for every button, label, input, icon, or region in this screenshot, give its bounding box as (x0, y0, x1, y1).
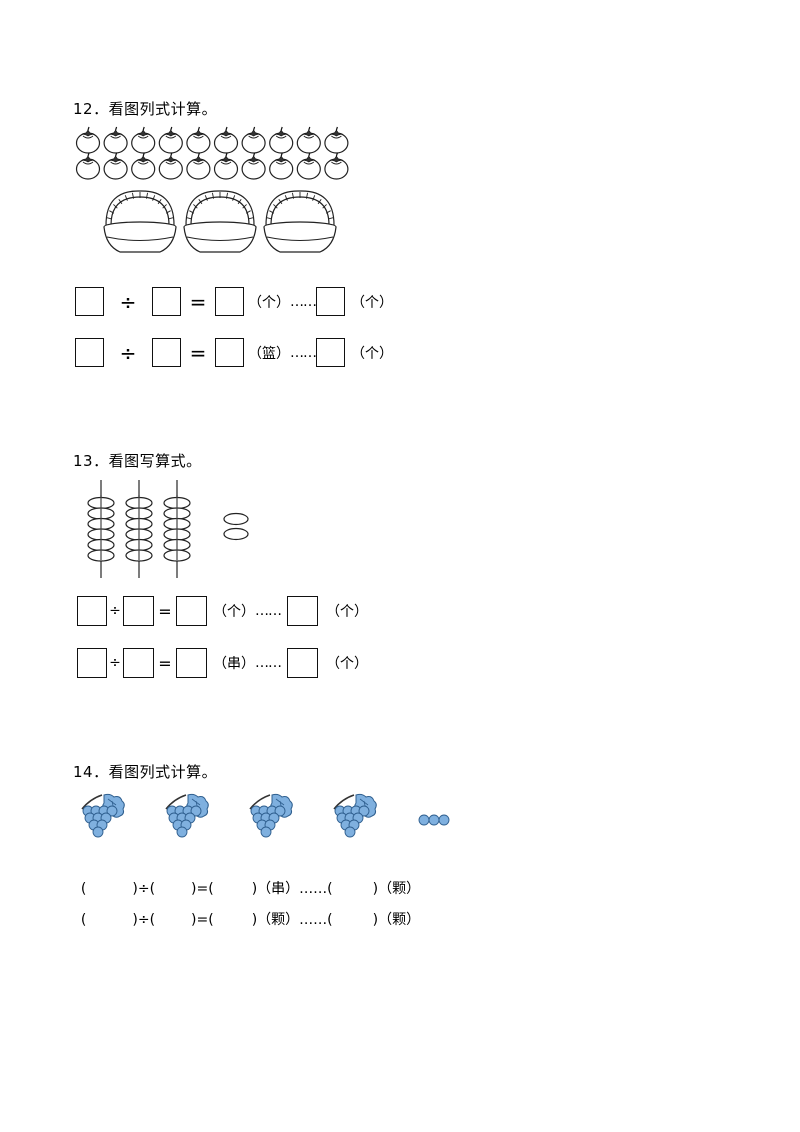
q14-equation-row-2: ()÷()=()（颗）……()（颗） (72, 893, 420, 929)
loose-grape-icon (438, 814, 450, 826)
q12-equation-row-2: ÷ = （篮） …… （个） (75, 338, 393, 367)
ring-string-icon (163, 480, 191, 578)
unit-label: （个） (248, 294, 290, 311)
answer-box[interactable] (176, 596, 207, 626)
tomato-icon (324, 152, 349, 180)
open-paren: ( (327, 881, 333, 897)
tomato-illustration (75, 126, 349, 180)
remainder-dots: …… (299, 881, 328, 897)
remainder-dots: …… (290, 344, 317, 361)
open-paren: ( (80, 881, 87, 897)
tomato-icon (324, 126, 349, 154)
tomato-icon (241, 126, 266, 154)
unit-label: （个） (351, 345, 393, 362)
q12-equation-row-1: ÷ = （个） …… （个） (75, 287, 393, 316)
remainder-dots: …… (255, 603, 282, 619)
divide-paren: )÷( (132, 881, 156, 897)
answer-box[interactable] (77, 596, 107, 626)
tomato-icon (75, 152, 101, 180)
tomato-icon (158, 126, 183, 154)
ring-string-icon (87, 480, 115, 578)
tomato-icon (269, 126, 294, 154)
q14-equation-row-1: ()÷()=()（串）……()（颗） (72, 862, 420, 898)
answer-box[interactable] (152, 338, 181, 367)
unit-label: )（串） (251, 881, 300, 897)
loose-grape-icon (428, 814, 440, 826)
grape-bunch-icon (81, 793, 125, 838)
tomato-icon (103, 126, 128, 154)
remainder-dots: …… (299, 912, 328, 928)
tomato-icon (241, 152, 266, 180)
basket-icon (183, 190, 257, 253)
loose-ring-icon (223, 512, 249, 526)
tomato-icon (158, 152, 183, 180)
divide-sign: ÷ (109, 603, 121, 619)
q13-equation-row-1: ÷ = （个） …… （个） (77, 596, 368, 626)
divide-sign: ÷ (109, 655, 121, 671)
unit-label: （篮） (248, 345, 290, 362)
answer-box[interactable] (75, 287, 104, 316)
equals-sign: = (158, 601, 172, 621)
unit-label: )（颗） (372, 912, 421, 928)
unit-label: （串） (213, 656, 255, 672)
tomato-icon (213, 126, 239, 154)
answer-box[interactable] (215, 338, 244, 367)
divide-paren: )÷( (132, 912, 156, 928)
tomato-icon (213, 152, 239, 180)
tomato-icon (296, 126, 321, 154)
answer-box[interactable] (316, 338, 345, 367)
answer-box[interactable] (287, 648, 318, 678)
unit-label: )（颗） (372, 881, 421, 897)
answer-box[interactable] (75, 338, 104, 367)
answer-box[interactable] (316, 287, 345, 316)
unit-label: （个） (213, 604, 255, 620)
tomato-icon (186, 126, 211, 154)
q12-title: 12．看图列式计算。 (73, 100, 218, 118)
loose-ring-icon (223, 527, 249, 541)
loose-grape-icon (418, 814, 430, 826)
answer-box[interactable] (123, 596, 154, 626)
tomato-icon (131, 126, 156, 154)
unit-label: （个） (326, 604, 368, 620)
tomato-icon (296, 152, 321, 180)
remainder-dots: …… (290, 293, 317, 310)
grape-illustration (81, 793, 450, 838)
tomato-icon (269, 152, 294, 180)
equals-paren: )=( (191, 912, 214, 928)
divide-sign: ÷ (119, 340, 137, 365)
divide-sign: ÷ (119, 289, 137, 314)
tomato-icon (186, 152, 211, 180)
open-paren: ( (80, 912, 87, 928)
grape-bunch-icon (333, 793, 377, 838)
grape-bunch-icon (249, 793, 293, 838)
equals-sign: = (189, 340, 207, 365)
unit-label: )（颗） (251, 912, 300, 928)
q14-title: 14．看图列式计算。 (73, 763, 218, 781)
equals-paren: )=( (191, 881, 214, 897)
tomato-icon (75, 126, 101, 154)
basket-icon (103, 190, 177, 253)
unit-label: （个） (326, 656, 368, 672)
answer-box[interactable] (176, 648, 207, 678)
answer-box[interactable] (77, 648, 107, 678)
answer-box[interactable] (215, 287, 244, 316)
tomato-icon (131, 152, 156, 180)
basket-icon (263, 190, 337, 253)
basket-illustration (103, 190, 337, 253)
equals-sign: = (158, 653, 172, 673)
answer-box[interactable] (152, 287, 181, 316)
equals-sign: = (189, 289, 207, 314)
ring-string-icon (125, 480, 153, 578)
open-paren: ( (327, 912, 333, 928)
remainder-dots: …… (255, 655, 282, 671)
ring-strings-illustration (87, 480, 249, 578)
unit-label: （个） (351, 294, 393, 311)
grape-bunch-icon (165, 793, 209, 838)
answer-box[interactable] (123, 648, 154, 678)
answer-box[interactable] (287, 596, 318, 626)
q13-equation-row-2: ÷ = （串） …… （个） (77, 648, 368, 678)
q13-title: 13．看图写算式。 (73, 452, 202, 470)
tomato-icon (103, 152, 128, 180)
